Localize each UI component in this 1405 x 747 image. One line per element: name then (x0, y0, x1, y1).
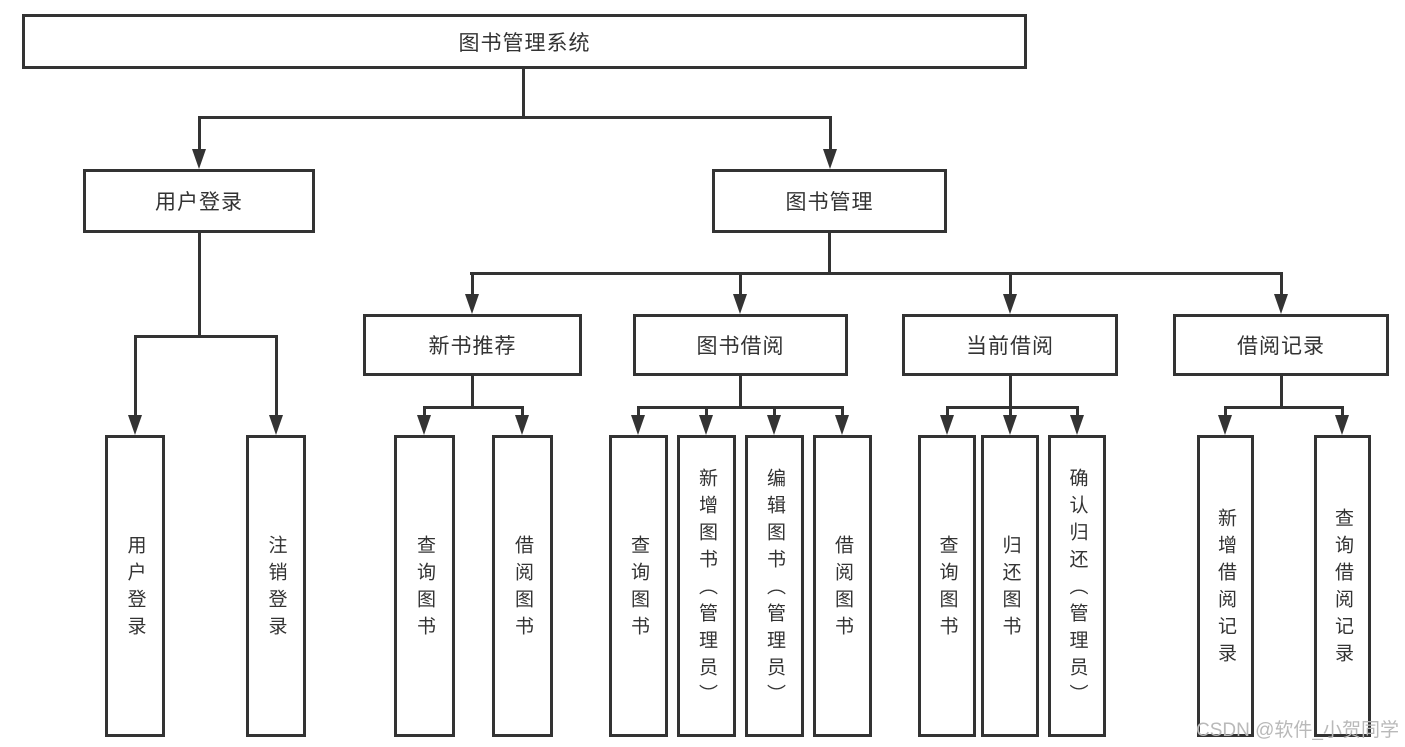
connector-borrow-to-add (705, 406, 708, 417)
connector-user-to-logout (275, 335, 278, 417)
node-leaf-new-query: 查询图书 (394, 435, 455, 737)
connector-user-stem (198, 233, 201, 335)
node-user-login-branch: 用户登录 (83, 169, 315, 233)
arrowhead-borrow-edit (767, 415, 781, 435)
connector-root-stem (522, 69, 525, 117)
connector-new-to-borrow (521, 406, 524, 417)
arrowhead-user-login (128, 415, 142, 435)
node-leaf-current-return-label: 归还图书 (999, 535, 1021, 643)
node-leaf-borrow-add-label: 新增图书（管理员） (696, 467, 717, 711)
connector-book-to-borrow (739, 272, 742, 296)
arrowhead-book (823, 149, 837, 169)
connector-user-rail (134, 335, 278, 338)
connector-record-to-query (1341, 406, 1344, 417)
node-new-books: 新书推荐 (363, 314, 582, 376)
arrowhead-user (192, 149, 206, 169)
node-leaf-record-query-label: 查询借阅记录 (1332, 508, 1353, 670)
node-leaf-borrow-edit: 编辑图书（管理员） (745, 435, 804, 737)
connector-borrow-to-edit (773, 406, 776, 417)
node-borrow-records: 借阅记录 (1173, 314, 1389, 376)
node-leaf-borrow-borrow: 借阅图书 (813, 435, 872, 737)
connector-book-to-record (1280, 272, 1283, 296)
node-new-books-label: 新书推荐 (428, 335, 517, 358)
arrowhead-borrow (733, 294, 747, 314)
arrowhead-user-logout (269, 415, 283, 435)
connector-borrow-stem (739, 376, 742, 409)
node-leaf-current-query-label: 查询图书 (936, 535, 958, 643)
arrowhead-record-query (1335, 415, 1349, 435)
connector-borrow-to-borrow (841, 406, 844, 417)
node-root: 图书管理系统 (22, 14, 1027, 69)
connector-book-stem (828, 233, 831, 273)
node-leaf-user-login: 用户登录 (105, 435, 165, 737)
node-borrow-records-label: 借阅记录 (1237, 335, 1325, 358)
arrowhead-borrow-query (631, 415, 645, 435)
node-book-borrow-label: 图书借阅 (696, 335, 785, 358)
node-leaf-borrow-query: 查询图书 (609, 435, 668, 737)
connector-new-rail (423, 406, 523, 409)
connector-record-rail (1224, 406, 1343, 409)
connector-root-to-user (198, 116, 201, 151)
node-leaf-borrow-add: 新增图书（管理员） (677, 435, 736, 737)
node-leaf-user-login-label: 用户登录 (124, 535, 146, 643)
arrowhead-current-return (1003, 415, 1017, 435)
arrowhead-borrow-add (699, 415, 713, 435)
arrowhead-new (465, 294, 479, 314)
csdn-watermark: CSDN @软件_小贺同学 (1196, 720, 1399, 741)
connector-root-rail (198, 116, 832, 119)
node-book-management: 图书管理 (712, 169, 947, 233)
node-leaf-new-query-label: 查询图书 (414, 535, 435, 643)
node-leaf-current-query: 查询图书 (918, 435, 976, 737)
node-leaf-record-query: 查询借阅记录 (1314, 435, 1371, 737)
node-leaf-current-confirm: 确认归还（管理员） (1048, 435, 1106, 737)
connector-book-to-current (1009, 272, 1012, 296)
connector-current-to-query (946, 406, 949, 417)
arrowhead-record (1274, 294, 1288, 314)
node-leaf-new-borrow: 借阅图书 (492, 435, 553, 737)
connector-record-to-add (1224, 406, 1227, 417)
arrowhead-new-borrow (515, 415, 529, 435)
node-leaf-record-add-label: 新增借阅记录 (1215, 508, 1236, 670)
connector-borrow-to-query (637, 406, 640, 417)
node-current-borrow-label: 当前借阅 (966, 335, 1054, 358)
arrowhead-current-query (940, 415, 954, 435)
node-current-borrow: 当前借阅 (902, 314, 1118, 376)
node-leaf-new-borrow-label: 借阅图书 (512, 535, 533, 643)
connector-record-stem (1280, 376, 1283, 409)
node-leaf-record-add: 新增借阅记录 (1197, 435, 1254, 737)
node-book-borrow: 图书借阅 (633, 314, 848, 376)
node-leaf-borrow-borrow-label: 借阅图书 (832, 535, 853, 643)
connector-current-to-confirm (1076, 406, 1079, 417)
arrowhead-current (1003, 294, 1017, 314)
connector-current-to-return (1009, 406, 1012, 417)
node-leaf-current-confirm-label: 确认归还（管理员） (1066, 467, 1088, 711)
connector-borrow-rail (637, 406, 843, 409)
node-book-management-label: 图书管理 (785, 191, 874, 214)
node-user-login-branch-label: 用户登录 (155, 191, 243, 214)
node-leaf-borrow-edit-label: 编辑图书（管理员） (764, 467, 785, 711)
node-leaf-borrow-query-label: 查询图书 (628, 535, 649, 643)
connector-book-rail (470, 272, 1283, 275)
connector-user-to-login (134, 335, 137, 417)
node-root-label: 图书管理系统 (458, 31, 591, 55)
connector-new-stem (471, 376, 474, 409)
node-leaf-current-return: 归还图书 (981, 435, 1039, 737)
connector-current-stem (1009, 376, 1012, 409)
arrowhead-current-confirm (1070, 415, 1084, 435)
arrowhead-record-add (1218, 415, 1232, 435)
connector-root-to-book (829, 116, 832, 151)
connector-current-rail (946, 406, 1078, 409)
arrowhead-new-query (417, 415, 431, 435)
arrowhead-borrow-borrow (835, 415, 849, 435)
connector-book-to-new (471, 272, 474, 296)
connector-new-to-query (423, 406, 426, 417)
node-leaf-user-logout-label: 注销登录 (265, 535, 287, 643)
node-leaf-user-logout: 注销登录 (246, 435, 306, 737)
